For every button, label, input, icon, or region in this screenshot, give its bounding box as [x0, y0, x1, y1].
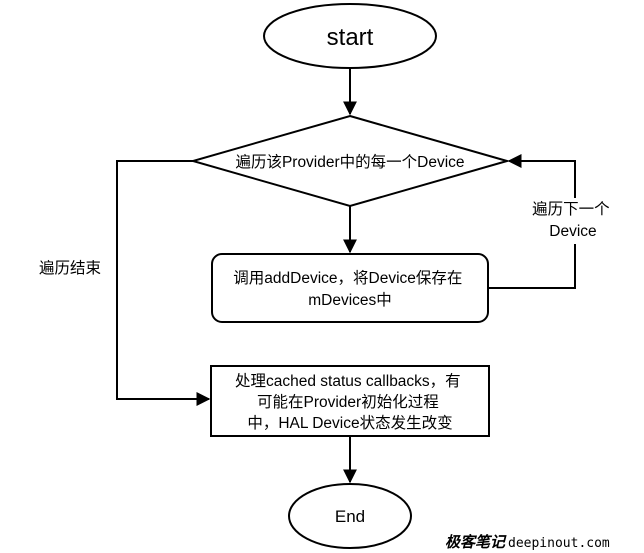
process-callbacks-line-1: 处理cached status callbacks，有: [235, 372, 461, 390]
start-label: start: [327, 24, 374, 51]
arrow-loop-end: [116, 160, 211, 406]
loop-end-label-bg: [28, 255, 114, 279]
add-device-label: 调用addDevice，将Device保存在 mDevices中: [233, 269, 466, 309]
end-node: [288, 483, 412, 549]
process-callbacks-line-3: 中，HAL Device状态发生改变: [247, 414, 452, 432]
next-device-label: 遍历下一个 Device: [532, 200, 614, 240]
loop-decision-label: 遍历该Provider中的每一个Device: [235, 153, 464, 171]
loop-end-label: 遍历结束: [39, 259, 101, 277]
add-device-label-line-1: 调用addDevice，将Device保存在: [233, 269, 462, 287]
watermark-domain: deepinout.com: [508, 536, 610, 551]
next-device-label-line-2: Device: [549, 223, 596, 240]
end-label: End: [335, 507, 365, 526]
process-callbacks-label: 处理cached status callbacks，有 可能在Provider初…: [235, 372, 465, 432]
add-device-node: [211, 253, 489, 323]
add-device-label-line-2: mDevices中: [308, 291, 392, 309]
next-device-label-bg: [520, 198, 626, 244]
process-callbacks-node: [210, 365, 490, 437]
process-callbacks-line-2: 可能在Provider初始化过程: [257, 393, 439, 411]
next-device-label-line-1: 遍历下一个: [532, 200, 610, 218]
watermark-cn: 极客笔记: [445, 533, 507, 551]
